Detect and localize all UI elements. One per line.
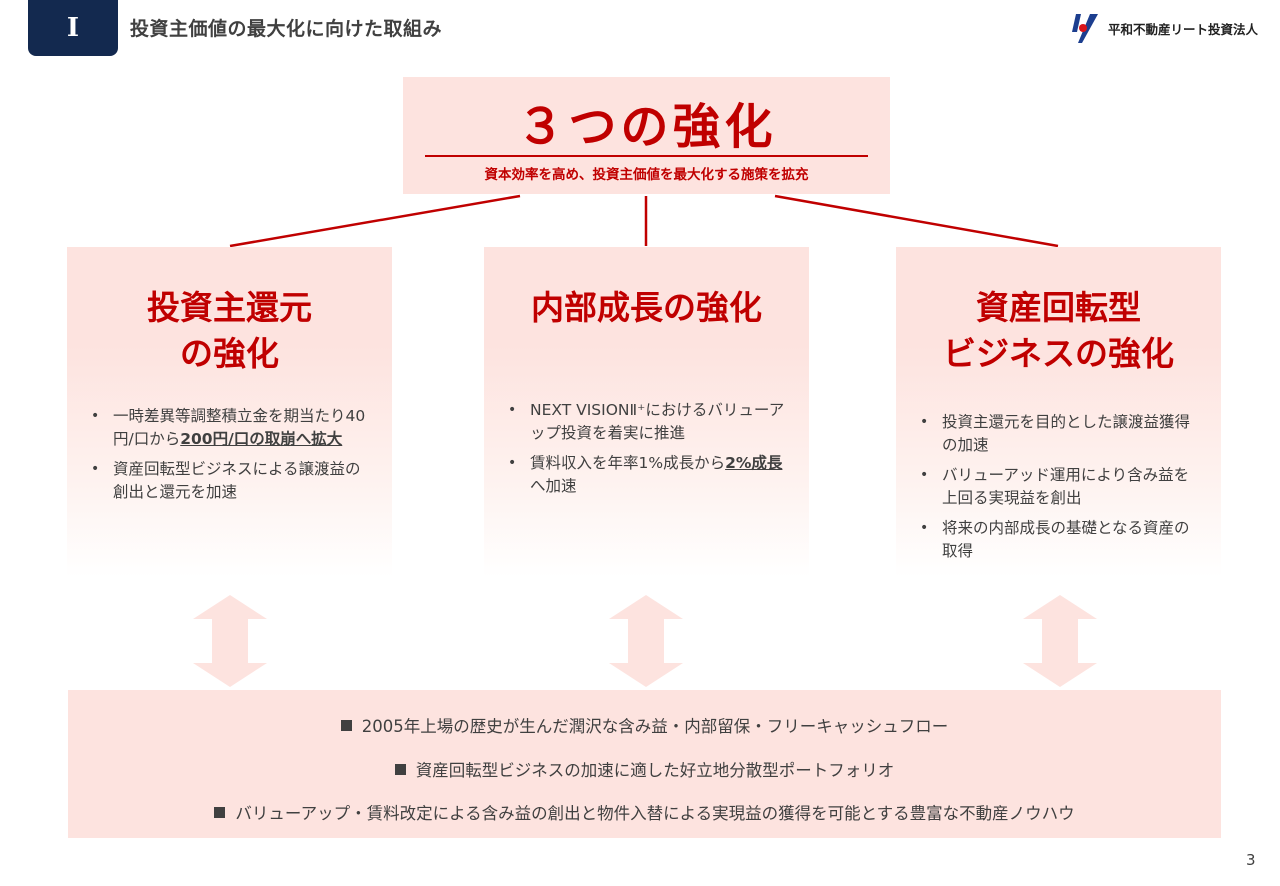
foundation-item: バリューアップ・賃料改定による含み益の創出と物件入替による実現益の獲得を可能とす… [68,800,1221,824]
list-item: NEXT VISIONⅡ⁺におけるバリューアップ投資を着実に推進 [508,399,787,445]
pillar-internal-growth: 内部成長の強化 NEXT VISIONⅡ⁺におけるバリューアップ投資を着実に推進… [484,247,809,577]
connector-lines [229,194,1059,248]
double-arrow-icon [193,595,267,687]
double-arrow-icon [1023,595,1097,687]
foundation-item: 資産回転型ビジネスの加速に適した好立地分散型ポートフォリオ [68,757,1221,781]
foundation-item: 2005年上場の歴史が生んだ潤沢な含み益・内部留保・フリーキャッシュフロー [68,713,1221,737]
hero-title: ３つの強化 [516,99,777,155]
double-arrow-icon [609,595,683,687]
pillar-bullets: 一時差異等調整積立金を期当たり40円/口から200円/口の取崩へ拡大 資産回転型… [67,405,392,504]
page-title: 投資主価値の最大化に向けた取組み [130,18,443,40]
page-number: 3 [1246,851,1256,869]
square-bullet-icon [340,720,352,731]
square-bullet-icon [394,764,406,775]
pillar-bullets: 投資主還元を目的とした譲渡益獲得の加速 バリューアッド運用により含み益を上回る実… [896,411,1221,563]
list-item: 賃料収入を年率1%成長から2%成長へ加速 [508,452,787,498]
list-item: 一時差異等調整積立金を期当たり40円/口から200円/口の取崩へ拡大 [91,405,370,451]
pillar-bullets: NEXT VISIONⅡ⁺におけるバリューアップ投資を着実に推進 賃料収入を年率… [484,399,809,498]
pillar-title: 内部成長の強化 [531,288,762,327]
list-item: バリューアッド運用により含み益を上回る実現益を創出 [920,464,1199,510]
company-logo: 平和不動産リート投資法人 [1070,12,1258,44]
section-tab: Ⅰ [28,0,118,56]
list-item: 資産回転型ビジネスによる譲渡益の創出と還元を加速 [91,458,370,504]
list-item: 将来の内部成長の基礎となる資産の取得 [920,517,1199,563]
pillar-title: 投資主還元 の強化 [147,288,312,373]
pillar-shareholder-returns: 投資主還元 の強化 一時差異等調整積立金を期当たり40円/口から200円/口の取… [67,247,392,577]
hero-divider [425,155,868,157]
pillar-title: 資産回転型 ビジネスの強化 [943,288,1174,373]
hero-box: ３つの強化 資本効率を高め、投資主価値を最大化する施策を拡充 [403,77,890,194]
logo-text: 平和不動産リート投資法人 [1108,21,1259,37]
logo-mark-icon [1072,14,1098,43]
list-item: 投資主還元を目的とした譲渡益獲得の加速 [920,411,1199,457]
foundation-box: 2005年上場の歴史が生んだ潤沢な含み益・内部留保・フリーキャッシュフロー 資産… [68,690,1221,838]
square-bullet-icon [214,807,226,818]
hero-subtitle: 資本効率を高め、投資主価値を最大化する施策を拡充 [484,167,809,183]
pillar-asset-rotation: 資産回転型 ビジネスの強化 投資主還元を目的とした譲渡益獲得の加速 バリューアッ… [896,247,1221,577]
